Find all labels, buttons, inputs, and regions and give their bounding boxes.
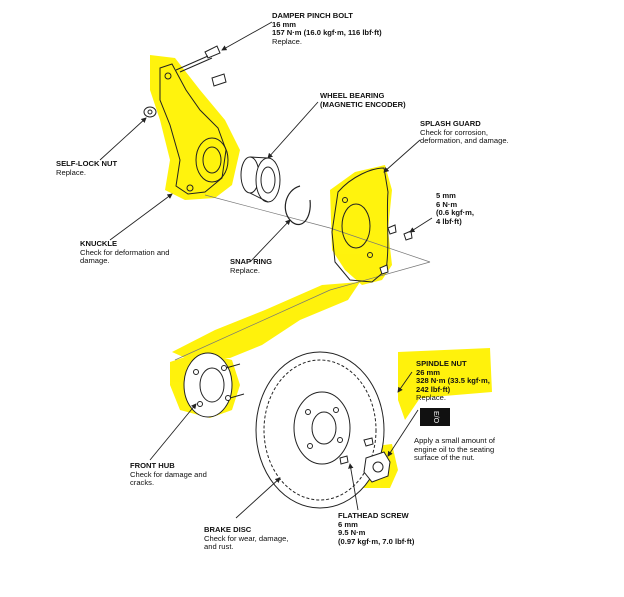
snap-ring-shape — [284, 185, 311, 226]
label-front-hub: FRONT HUB Check for damage and cracks. — [130, 461, 207, 488]
label-wheel-bearing: WHEEL BEARING (MAGNETIC ENCODER) — [320, 91, 406, 109]
splash-guard-shape — [331, 167, 389, 283]
small-bolt-shape — [379, 224, 413, 275]
leader-5mm — [409, 217, 433, 233]
leader-knuckle — [109, 193, 173, 241]
self-lock-nut-shape — [143, 106, 157, 118]
leader-self-lock-nut — [99, 117, 147, 161]
label-spindle-nut: SPINDLE NUT 26 mm 328 N·m (33.5 kgf·m, 2… — [416, 359, 490, 403]
label-brake-disc: BRAKE DISC Check for wear, damage, and r… — [204, 525, 289, 552]
spindle-nut-shape — [363, 451, 391, 483]
leader-flathead — [348, 463, 359, 511]
leader-lines — [99, 21, 433, 519]
leader-splash-guard — [383, 139, 421, 173]
ref-line-d — [174, 289, 331, 361]
leader-brake-disc — [235, 477, 281, 519]
wheel-bearing-shape — [240, 156, 281, 203]
pinch-bolt-shape — [175, 45, 227, 87]
label-self-lock-nut: SELF-LOCK NUT Replace. — [56, 159, 118, 177]
leader-snap-ring — [249, 219, 291, 263]
highlight-splash-guard — [330, 165, 392, 285]
oil-badge-text: E/O — [432, 411, 439, 424]
flathead-screw-shape — [339, 437, 374, 465]
label-flathead-screw: FLATHEAD SCREW 6 mm 9.5 N·m (0.97 kgf·m,… — [338, 511, 415, 546]
oil-badge: E/O — [420, 408, 450, 426]
highlight-spindle-nut — [398, 348, 492, 420]
ref-line-a — [204, 194, 331, 229]
knuckle-shape — [159, 63, 229, 195]
label-splash-guard: SPLASH GUARD Check for corrosion, deform… — [420, 119, 509, 146]
label-knuckle: KNUCKLE Check for deformation and damage… — [80, 239, 170, 266]
ref-line-c — [329, 261, 431, 291]
label-5mm-bolt: 5 mm 6 N·m (0.6 kgf·m, 4 lbf·ft) — [436, 191, 474, 226]
leader-wheel-bearing — [267, 101, 319, 159]
highlight-knuckle — [150, 55, 240, 200]
label-snap-ring: SNAP RING Replace. — [230, 257, 273, 275]
leader-spindle-nut — [397, 371, 413, 393]
leader-oil — [387, 409, 419, 457]
ref-line-b — [329, 227, 431, 263]
label-damper-pinch-bolt: DAMPER PINCH BOLT 16 mm 157 N·m (16.0 kg… — [272, 11, 382, 46]
brake-disc-shape — [255, 351, 385, 509]
label-apply-oil: Apply a small amount of engine oil to th… — [414, 436, 496, 463]
leader-pinch-bolt — [221, 21, 273, 51]
reference-lines — [174, 194, 431, 361]
leader-front-hub — [149, 403, 197, 461]
front-hub-shape — [183, 352, 245, 418]
